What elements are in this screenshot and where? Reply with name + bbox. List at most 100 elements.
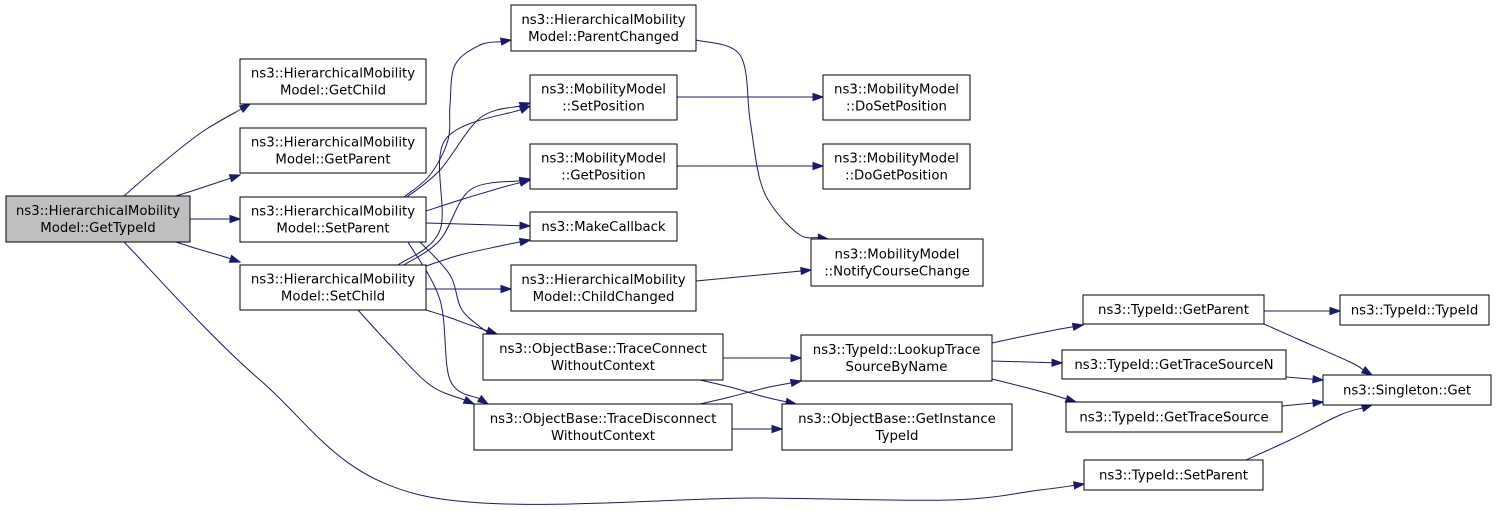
arrowhead-icon xyxy=(800,266,813,276)
node-typeIdTypeId[interactable]: ns3::TypeId::TypeId xyxy=(1339,294,1490,326)
node-label-line: ns3::Singleton::Get xyxy=(1343,384,1471,399)
node-box xyxy=(482,333,724,381)
node-label-line: ns3::HierarchicalMobility xyxy=(521,273,685,288)
arrowhead-icon xyxy=(499,37,513,46)
node-traceDisconnect[interactable]: ns3::ObjectBase::TraceDisconnectWithoutC… xyxy=(473,403,733,451)
edge-setParent-to-traceConnect xyxy=(419,241,497,341)
node-label-line: ns3::MobilityModel xyxy=(834,83,959,98)
node-box xyxy=(473,403,733,451)
edge-setChild-to-traceDisconnect xyxy=(357,309,476,405)
node-box xyxy=(822,143,971,190)
edge-line xyxy=(403,41,502,198)
node-makeCallback[interactable]: ns3::MakeCallback xyxy=(529,211,678,242)
node-box xyxy=(529,143,678,190)
node-label-line: ::SetPosition xyxy=(562,100,645,115)
node-singletonGet[interactable]: ns3::Singleton::Get xyxy=(1322,374,1492,406)
node-getPosition[interactable]: ns3::MobilityModel::GetPosition xyxy=(529,143,678,190)
node-box xyxy=(1339,294,1490,326)
edge-getTypeId-to-setParent xyxy=(190,214,242,224)
node-setParent[interactable]: ns3::HierarchicalMobilityModel::SetParen… xyxy=(239,196,427,243)
edge-getTraceSourceN-to-singletonGet xyxy=(1285,374,1325,384)
arrowhead-icon xyxy=(228,174,242,183)
node-typeIdGetParent[interactable]: ns3::TypeId::GetParent xyxy=(1082,294,1265,325)
node-label-line: ns3::HierarchicalMobility xyxy=(251,67,415,82)
arrowhead-icon xyxy=(1064,394,1078,403)
arrowhead-icon xyxy=(518,105,532,114)
node-getTraceSourceN[interactable]: ns3::TypeId::GetTraceSourceN xyxy=(1061,349,1287,380)
edge-line xyxy=(695,39,819,239)
node-label-line: ns3::TypeId::GetTraceSource xyxy=(1079,411,1268,426)
arrowhead-icon xyxy=(519,221,532,230)
node-label-line: ns3::HierarchicalMobility xyxy=(251,205,415,220)
node-box xyxy=(1082,294,1265,325)
edges-layer xyxy=(123,37,1374,505)
edge-traceDisconnect-to-lookupTrace xyxy=(699,378,803,405)
edge-lookupTrace-to-typeIdGetParent xyxy=(991,322,1085,344)
edge-getTypeId-to-getParent xyxy=(175,174,242,197)
node-traceConnect[interactable]: ns3::ObjectBase::TraceConnectWithoutCont… xyxy=(482,333,724,381)
node-label-line: Model::SetParent xyxy=(276,222,389,237)
node-label-line: ns3::MobilityModel xyxy=(541,152,666,167)
edge-traceDisconnect-to-getInstanceTypeId xyxy=(732,424,784,434)
edge-line xyxy=(425,241,521,267)
node-label-line: ns3::TypeId::LookupTrace xyxy=(813,343,981,358)
node-box xyxy=(822,74,971,121)
edge-lookupTrace-to-getTraceSourceN xyxy=(991,358,1064,367)
node-label-line: WithoutContext xyxy=(551,429,655,444)
arrowhead-icon xyxy=(238,103,252,113)
node-getTraceSource[interactable]: ns3::TypeId::GetTraceSource xyxy=(1065,401,1283,433)
edge-line xyxy=(425,182,521,212)
edge-line xyxy=(123,108,242,197)
node-label-line: ns3::MobilityModel xyxy=(835,248,960,263)
arrowhead-icon xyxy=(771,424,784,434)
node-box xyxy=(1061,349,1287,380)
edge-lookupTrace-to-getTraceSource xyxy=(991,378,1078,403)
node-label-line: ns3::HierarchicalMobility xyxy=(16,204,180,219)
edge-line xyxy=(397,109,521,266)
node-label-line: ns3::HierarchicalMobility xyxy=(251,273,415,288)
node-label-line: ns3::TypeId::SetParent xyxy=(1099,469,1248,484)
node-label-line: ns3::TypeId::GetParent xyxy=(1098,303,1249,318)
node-typeIdSetParent[interactable]: ns3::TypeId::SetParent xyxy=(1083,459,1264,491)
arrowhead-icon xyxy=(1071,322,1085,331)
node-notifyCourseChange[interactable]: ns3::MobilityModel::NotifyCourseChange xyxy=(810,238,984,287)
node-label-line: Model::GetParent xyxy=(275,153,390,168)
node-doSetPosition[interactable]: ns3::MobilityModel::DoSetPosition xyxy=(822,74,971,121)
edge-typeIdGetParent-to-typeIdTypeId xyxy=(1264,306,1342,316)
edge-line xyxy=(699,379,787,403)
edge-traceConnect-to-lookupTrace xyxy=(723,353,803,363)
edge-childChanged-to-notifyCourseChange xyxy=(695,266,813,282)
node-label-line: ::DoSetPosition xyxy=(846,100,947,115)
node-label-line: Model::GetTypeId xyxy=(40,221,155,236)
node-label-line: WithoutContext xyxy=(551,359,655,374)
arrowhead-icon xyxy=(1329,306,1342,316)
edge-line xyxy=(1281,402,1314,407)
node-label-line: ns3::ObjectBase::TraceDisconnect xyxy=(490,412,717,427)
node-label-line: ns3::MakeCallback xyxy=(541,220,666,235)
node-label-line: ns3::TypeId::TypeId xyxy=(1351,304,1479,319)
node-box xyxy=(1065,401,1283,433)
node-label-line: TypeId xyxy=(875,429,919,444)
node-childChanged[interactable]: ns3::HierarchicalMobilityModel::ChildCha… xyxy=(510,264,697,312)
node-getParent[interactable]: ns3::HierarchicalMobilityModel::GetParen… xyxy=(239,127,427,174)
edge-getTypeId-to-getChild xyxy=(123,103,252,197)
node-label-line: Model::GetChild xyxy=(280,84,386,99)
arrowhead-icon xyxy=(518,237,532,247)
node-setPosition[interactable]: ns3::MobilityModel::SetPosition xyxy=(529,74,678,121)
node-box xyxy=(1322,374,1492,406)
edge-line xyxy=(991,326,1074,344)
edge-line xyxy=(419,241,488,333)
node-parentChanged[interactable]: ns3::HierarchicalMobilityModel::ParentCh… xyxy=(510,4,697,52)
edge-line xyxy=(991,378,1067,400)
node-box xyxy=(239,196,427,243)
node-doGetPosition[interactable]: ns3::MobilityModel::DoGetPosition xyxy=(822,143,971,190)
node-getTypeId[interactable]: ns3::HierarchicalMobilityModel::GetTypeI… xyxy=(5,195,191,243)
edge-line xyxy=(403,180,521,266)
edge-parentChanged-to-notifyCourseChange xyxy=(695,39,830,242)
edge-getTraceSource-to-singletonGet xyxy=(1281,398,1325,408)
